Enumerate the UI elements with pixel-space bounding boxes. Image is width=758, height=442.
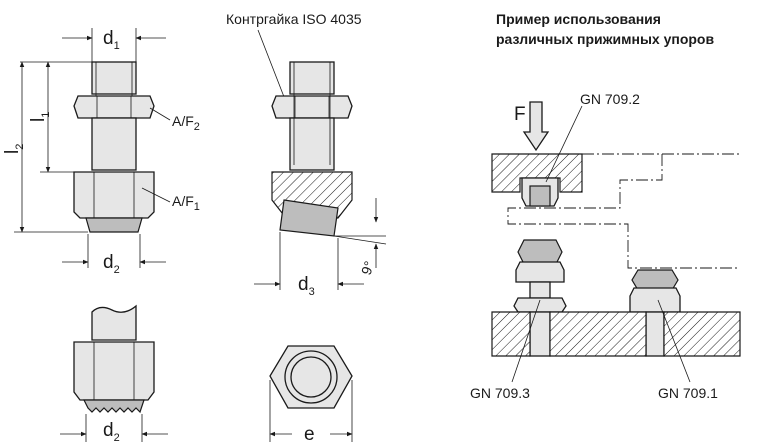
d3-dimension: d3 (254, 232, 364, 298)
stud-thread (91, 61, 137, 95)
e-label: e (304, 424, 315, 442)
force-label: F (514, 104, 526, 125)
section-locknut (271, 95, 353, 119)
d2-bottom-dimension: d2 (60, 414, 168, 442)
serrated-stud (91, 304, 137, 341)
example-title-line2: различных прижимных упоров (496, 31, 714, 47)
section-view: Контргайка ISO 4035 9° d3 (226, 11, 387, 298)
angle-label: 9° (358, 259, 378, 277)
gn-709-1-tip (631, 269, 679, 291)
l2-label: l2 (2, 144, 26, 154)
section-stud-lower (289, 117, 335, 171)
gn-709-2-label: GN 709.2 (580, 91, 640, 107)
example-title-line1: Пример использования (496, 11, 661, 27)
serrated-view: d2 (60, 304, 168, 442)
gn-709-3-thread (529, 311, 551, 357)
gn-709-3-label: GN 709.3 (470, 385, 530, 401)
d3-label: d3 (298, 274, 315, 298)
d2-bottom-label: d2 (103, 420, 120, 442)
af1-label: A/F1 (172, 193, 200, 213)
locknut-label: Контргайка ISO 4035 (226, 11, 362, 27)
force-arrow (522, 101, 550, 152)
gn-709-1-thread (645, 311, 665, 357)
gn-709-1-label: GN 709.1 (658, 385, 718, 401)
base-plate-left (491, 311, 531, 357)
d1-label: d1 (103, 28, 120, 52)
d1-dimension: d1 (62, 28, 166, 62)
locknut (73, 95, 155, 119)
application-example: Пример использования различных прижимных… (470, 11, 741, 401)
upper-block (491, 153, 583, 193)
length-dimensions: l1 l2 (2, 61, 92, 233)
d2-label: d2 (103, 252, 120, 276)
gn-709-1-body (629, 287, 681, 313)
base-plate-middle (549, 311, 647, 357)
section-stud (289, 61, 335, 95)
hex-tip-circle (290, 356, 332, 398)
d2-dimension: d2 (62, 234, 166, 276)
gn-709-3-body (515, 261, 565, 283)
stud-lower (91, 117, 137, 171)
af2-label: A/F2 (172, 113, 200, 133)
serrated-tip (83, 399, 145, 414)
front-view: d1 l1 l2 A/F2 A/F1 (2, 28, 200, 276)
gn-709-3-stud (529, 281, 551, 299)
pressure-tip (85, 217, 143, 233)
hex-body (73, 171, 155, 219)
base-plate-right (663, 311, 741, 357)
hex-view: e (269, 345, 353, 442)
gn-709-3-tip (517, 239, 563, 265)
gn-709-2-tip (529, 185, 551, 207)
serrated-body (73, 341, 155, 401)
l1-label: l1 (28, 112, 52, 122)
workpiece-outline (507, 153, 740, 269)
